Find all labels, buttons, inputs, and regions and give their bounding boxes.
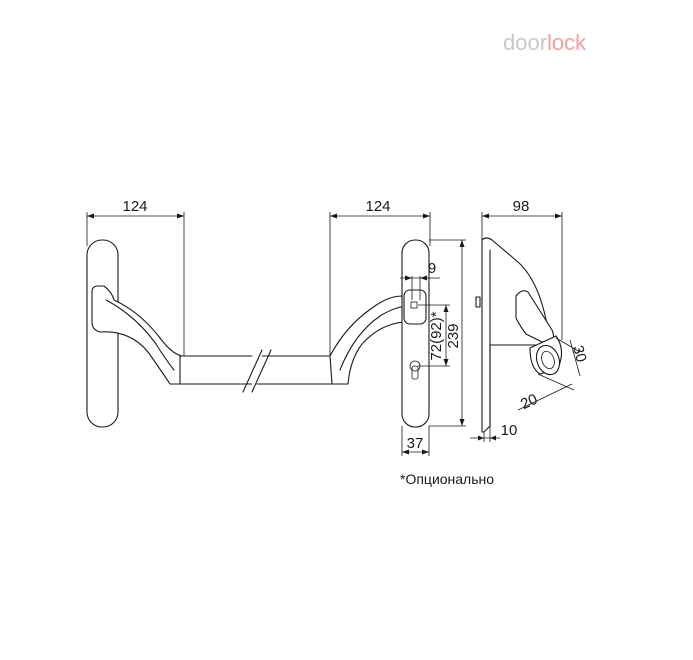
logo: doorlock (503, 30, 587, 55)
push-bar (179, 349, 333, 393)
dim-side-depth: 98 (513, 198, 530, 215)
right-handle-arm (329, 295, 415, 385)
left-assembly (86, 239, 183, 428)
dim-left-width: 124 (122, 198, 147, 215)
dim-right-width: 124 (365, 198, 390, 215)
side-bar-end (535, 344, 561, 376)
logo-door: door (503, 30, 547, 55)
spindle-square (410, 301, 418, 309)
side-pin (475, 296, 481, 308)
right-handle-rose (403, 289, 427, 325)
dim-side-base: 10 (501, 422, 518, 439)
dim-cylinder-spacing: 72(92)* (428, 311, 445, 360)
dim-plate-width: 37 (407, 435, 424, 452)
dim-handle-offset: 9 (428, 260, 436, 277)
right-assembly (329, 239, 430, 428)
right-plate (401, 239, 430, 428)
side-bar-end-inner (541, 350, 555, 370)
break-line-2 (251, 349, 272, 393)
optional-note: *Опционально (400, 471, 494, 487)
dim-handle-length: 20 (518, 391, 540, 413)
dimension-lines (86, 212, 581, 456)
side-plate (481, 237, 549, 433)
right-handle-arm-inner (339, 305, 411, 371)
left-handle-arm-inner (105, 299, 175, 371)
break-line-1 (242, 349, 263, 393)
logo-lock: lock (547, 30, 587, 55)
left-plate (86, 239, 119, 428)
dim-plate-height: 239 (445, 323, 462, 348)
cylinder-hole-bottom (411, 365, 419, 380)
left-handle-arm (91, 285, 183, 385)
side-view (475, 237, 563, 433)
push-bar-break-gap (252, 352, 262, 388)
dim-handle-diameter: 30 (569, 344, 590, 365)
